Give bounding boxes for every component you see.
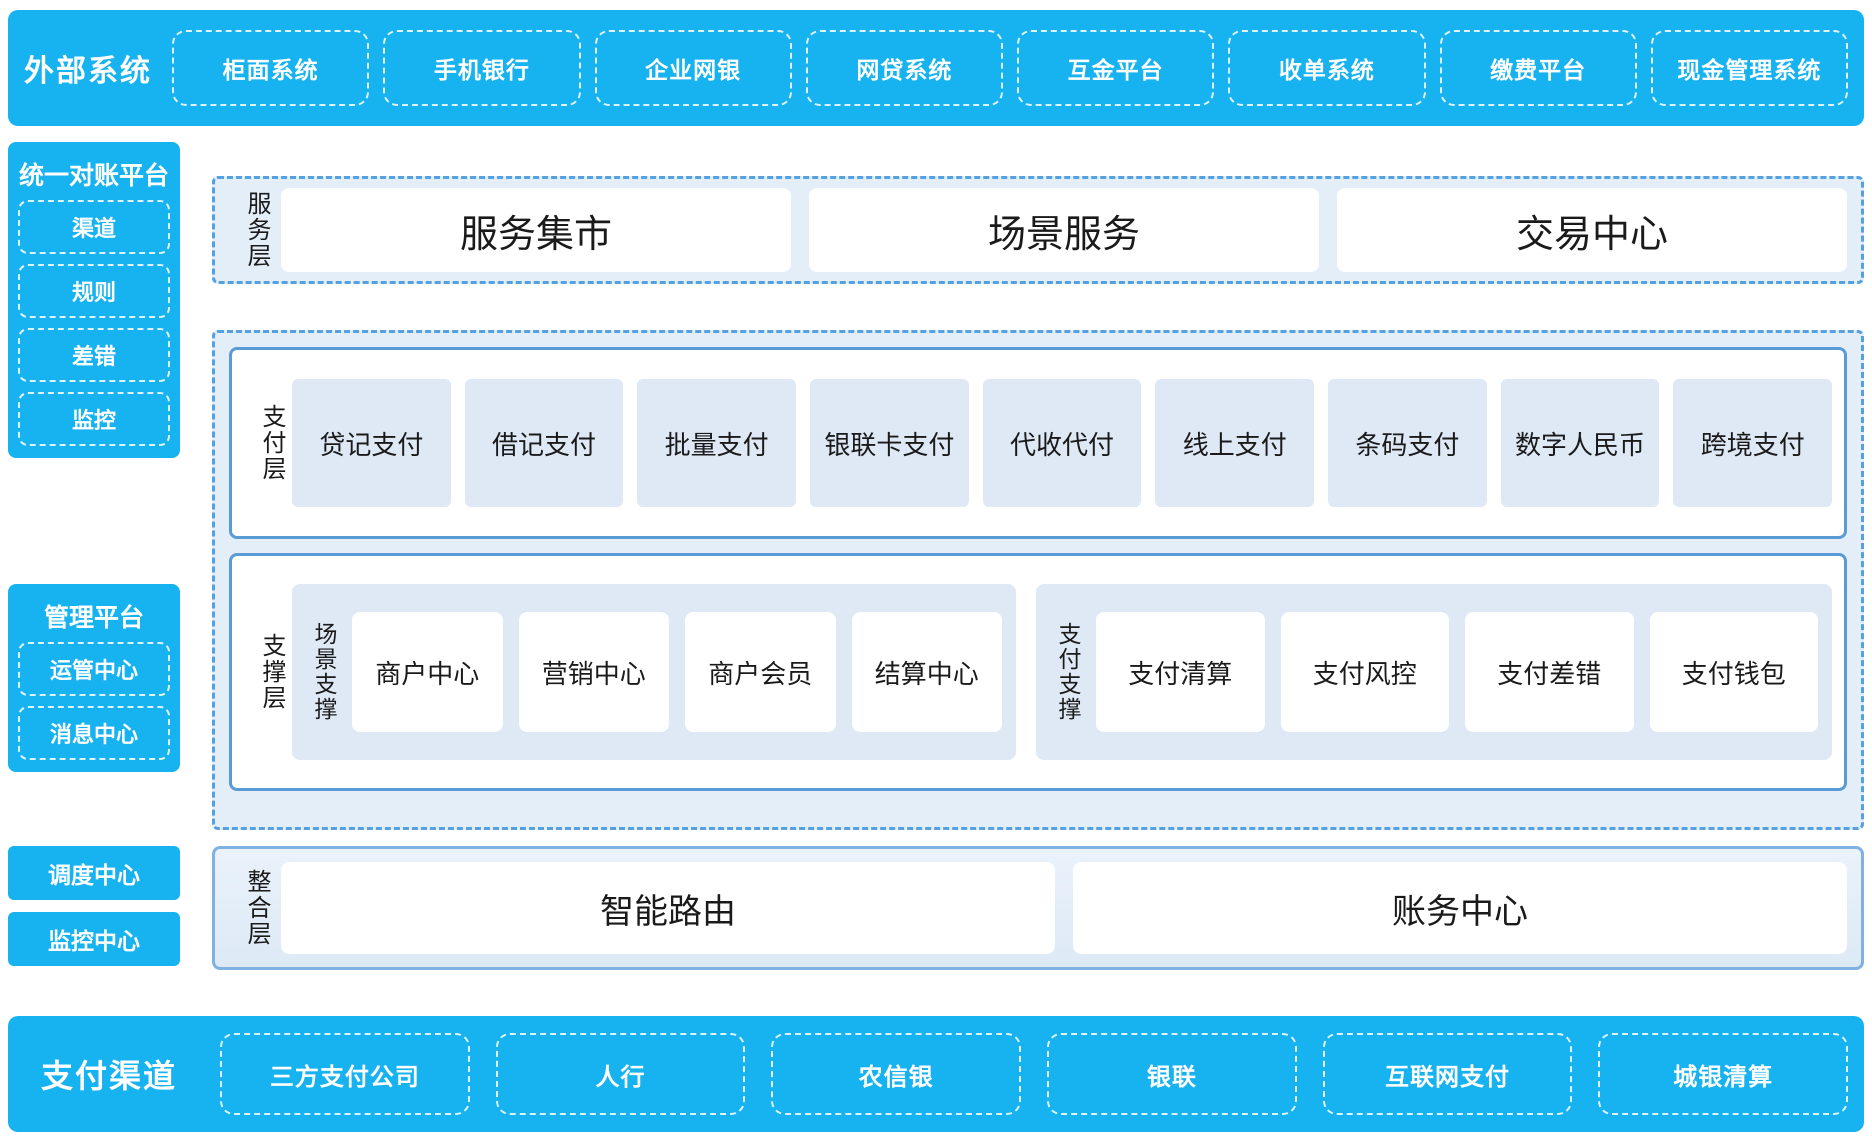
support-cell-merchant-center[interactable]: 商户中心 <box>352 612 503 732</box>
support-layer-box: 支撑层 场景支撑 商户中心 营销中心 商户会员 结算中心 支付支撑 支付清算 <box>229 553 1847 791</box>
payment-cell-online[interactable]: 线上支付 <box>1155 379 1315 507</box>
service-box-marketplace[interactable]: 服务集市 <box>281 188 791 272</box>
service-layer-label: 服务层 <box>243 191 270 269</box>
payment-cell-collection-payment[interactable]: 代收代付 <box>982 379 1142 507</box>
external-system-item-2[interactable]: 手机银行 <box>383 30 581 106</box>
payment-channel-item-5[interactable]: 互联网支付 <box>1322 1033 1573 1115</box>
payment-support-group: 支付支撑 支付清算 支付风控 支付差错 支付钱包 <box>1036 584 1832 760</box>
scenario-support-cells: 商户中心 营销中心 商户会员 结算中心 <box>352 612 1002 732</box>
payment-platform-group: 支付层 贷记支付 借记支付 批量支付 银联卡支付 代收代付 线上支付 条码支付 … <box>212 330 1864 830</box>
management-platform-panel: 管理平台 运管中心 消息中心 <box>8 584 180 772</box>
external-system-item-3[interactable]: 企业网银 <box>594 30 792 106</box>
support-cell-marketing-center[interactable]: 营销中心 <box>518 612 669 732</box>
support-cell-payment-clearing[interactable]: 支付清算 <box>1096 612 1265 732</box>
reconciliation-item-rules[interactable]: 规则 <box>18 264 170 318</box>
external-system-item-1[interactable]: 柜面系统 <box>172 30 370 106</box>
scenario-support-label: 场景支撑 <box>311 622 337 722</box>
integration-layer-boxes: 智能路由 账务中心 <box>281 862 1847 954</box>
support-layer-inner: 场景支撑 商户中心 营销中心 商户会员 结算中心 支付支撑 支付清算 支付风控 … <box>292 584 1832 760</box>
integration-layer-box: 整合层 智能路由 账务中心 <box>212 846 1864 970</box>
external-systems-title: 外部系统 <box>24 55 152 88</box>
support-cell-payment-risk-control[interactable]: 支付风控 <box>1280 612 1449 732</box>
monitor-center-block[interactable]: 监控中心 <box>8 912 180 966</box>
payment-support-cells: 支付清算 支付风控 支付差错 支付钱包 <box>1096 612 1818 732</box>
reconciliation-item-errors[interactable]: 差错 <box>18 328 170 382</box>
external-system-item-7[interactable]: 缴费平台 <box>1439 30 1637 106</box>
payment-cell-unionpay-card[interactable]: 银联卡支付 <box>810 379 969 507</box>
scenario-support-group: 场景支撑 商户中心 营销中心 商户会员 结算中心 <box>292 584 1016 760</box>
payment-channel-item-2[interactable]: 人行 <box>495 1033 746 1115</box>
payment-channel-item-1[interactable]: 三方支付公司 <box>220 1033 470 1115</box>
management-item-operations-center[interactable]: 运管中心 <box>18 642 170 696</box>
service-layer-group: 服务层 服务集市 场景服务 交易中心 <box>212 176 1864 284</box>
payment-layer-label: 支付层 <box>258 404 285 482</box>
support-cell-merchant-membership[interactable]: 商户会员 <box>685 612 836 732</box>
payment-channel-item-6[interactable]: 城银清算 <box>1598 1033 1849 1115</box>
external-system-item-4[interactable]: 网贷系统 <box>805 30 1003 106</box>
service-layer-boxes: 服务集市 场景服务 交易中心 <box>281 188 1847 272</box>
support-cell-settlement-center[interactable]: 结算中心 <box>851 612 1002 732</box>
payment-cell-barcode[interactable]: 条码支付 <box>1328 379 1487 507</box>
external-systems-list: 柜面系统 手机银行 企业网银 网贷系统 互金平台 收单系统 缴费平台 现金管理系… <box>172 30 1848 106</box>
support-layer-label: 支撑层 <box>258 633 285 711</box>
support-cell-payment-wallet[interactable]: 支付钱包 <box>1649 612 1818 732</box>
dispatch-center-block[interactable]: 调度中心 <box>8 846 180 900</box>
reconciliation-item-channel[interactable]: 渠道 <box>18 200 170 254</box>
payment-channels-list: 三方支付公司 人行 农信银 银联 互联网支付 城银清算 <box>220 1033 1849 1115</box>
payment-support-label: 支付支撑 <box>1055 622 1081 722</box>
payment-cell-cross-border[interactable]: 跨境支付 <box>1673 379 1833 507</box>
support-cell-payment-error[interactable]: 支付差错 <box>1465 612 1634 732</box>
payment-cell-debit[interactable]: 借记支付 <box>464 379 624 507</box>
payment-channel-item-4[interactable]: 银联 <box>1047 1033 1297 1115</box>
reconciliation-platform-title: 统一对账平台 <box>18 162 169 190</box>
management-platform-title: 管理平台 <box>43 604 144 632</box>
unified-reconciliation-platform-panel: 统一对账平台 渠道 规则 差错 监控 <box>8 142 180 458</box>
payment-layer-box: 支付层 贷记支付 借记支付 批量支付 银联卡支付 代收代付 线上支付 条码支付 … <box>229 347 1847 539</box>
external-system-item-5[interactable]: 互金平台 <box>1017 30 1215 106</box>
reconciliation-item-monitoring[interactable]: 监控 <box>18 392 170 446</box>
integration-box-accounting-center[interactable]: 账务中心 <box>1073 862 1847 954</box>
service-box-scenario-service[interactable]: 场景服务 <box>809 188 1319 272</box>
management-item-message-center[interactable]: 消息中心 <box>18 706 170 760</box>
external-system-item-6[interactable]: 收单系统 <box>1228 30 1426 106</box>
payment-cell-batch[interactable]: 批量支付 <box>637 379 797 507</box>
payment-cell-digital-rmb[interactable]: 数字人民币 <box>1500 379 1660 507</box>
integration-box-smart-routing[interactable]: 智能路由 <box>281 862 1055 954</box>
service-box-transaction-center[interactable]: 交易中心 <box>1337 188 1847 272</box>
external-systems-bar: 外部系统 柜面系统 手机银行 企业网银 网贷系统 互金平台 收单系统 缴费平台 … <box>8 10 1864 126</box>
payment-cell-credit[interactable]: 贷记支付 <box>292 379 451 507</box>
payment-channel-item-3[interactable]: 农信银 <box>771 1033 1022 1115</box>
integration-layer-label: 整合层 <box>243 869 270 947</box>
external-system-item-8[interactable]: 现金管理系统 <box>1650 30 1848 106</box>
payment-layer-cells: 贷记支付 借记支付 批量支付 银联卡支付 代收代付 线上支付 条码支付 数字人民… <box>292 379 1833 507</box>
payment-channels-title: 支付渠道 <box>40 1058 177 1094</box>
payment-channels-bar: 支付渠道 三方支付公司 人行 农信银 银联 互联网支付 城银清算 <box>8 1016 1864 1132</box>
